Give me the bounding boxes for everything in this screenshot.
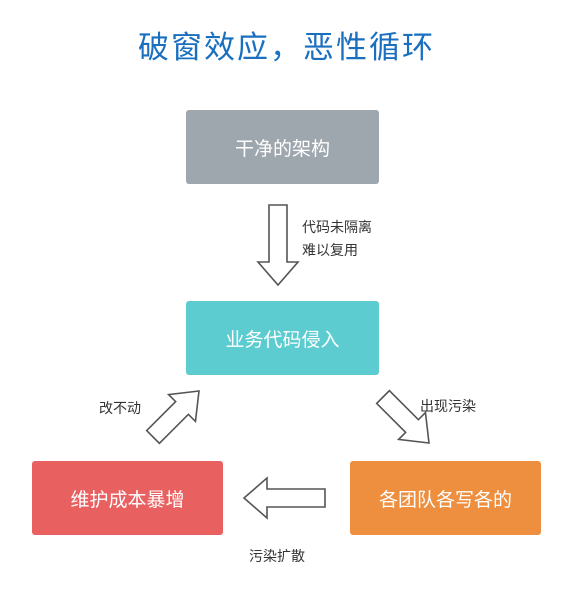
arrow-down-right-icon xyxy=(375,389,430,444)
arrow-up-right-icon xyxy=(145,390,200,445)
arrow-down-icon xyxy=(256,204,300,287)
edge-label-hard-to-reuse: 难以复用 xyxy=(302,243,358,259)
edge-label-pollution-spreads: 污染扩散 xyxy=(249,549,305,565)
node-label: 各团队各写各的 xyxy=(378,488,512,511)
node-label: 维护成本暴增 xyxy=(70,488,185,511)
node-label: 干净的架构 xyxy=(234,137,330,160)
node-business-code-invasion: 业务代码侵入 xyxy=(186,301,379,375)
edge-label-code-not-isolated: 代码未隔离 xyxy=(302,220,372,236)
node-label: 业务代码侵入 xyxy=(225,328,340,351)
edge-label-pollution-appears: 出现污染 xyxy=(420,399,476,415)
edge-label-cannot-change: 改不动 xyxy=(99,401,141,417)
page-title: 破窗效应，恶性循环 xyxy=(138,30,435,66)
node-teams-write-own: 各团队各写各的 xyxy=(350,461,541,535)
node-maintenance-cost-surge: 维护成本暴增 xyxy=(32,461,223,535)
arrow-left-icon xyxy=(242,476,326,520)
node-clean-architecture: 干净的架构 xyxy=(186,110,379,184)
